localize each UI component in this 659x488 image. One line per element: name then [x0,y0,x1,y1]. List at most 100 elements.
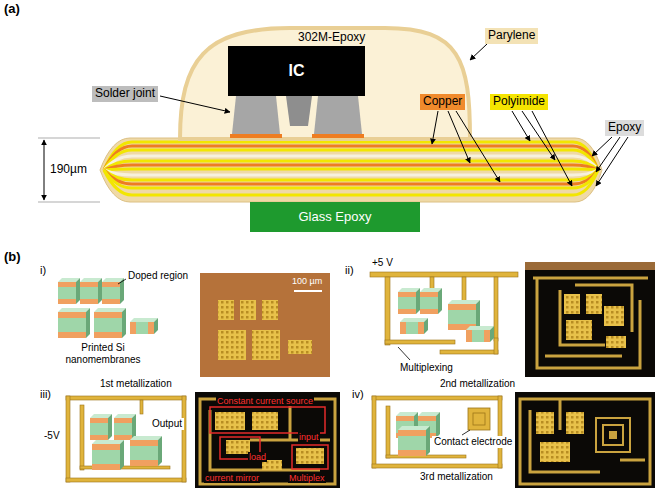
circuit-drawing [398,426,430,456]
solder-joints [314,96,362,134]
substrate-box: Glass Epoxy [250,202,420,232]
callout-label: Multiplexing [400,362,453,374]
circuit-drawing [372,396,502,400]
nanomembrane-drawing [130,318,158,334]
circuit-drawing [398,347,410,360]
circuit-drawing [80,405,84,470]
micrograph [603,425,623,445]
circuit-drawing [473,413,485,425]
nanomembrane-drawing [118,279,126,284]
circuit-drawing [372,464,502,468]
material-label: Parylene [485,28,538,44]
micrograph [294,290,322,292]
circuit-drawing [66,478,186,482]
material-label: 302M-Epoxy [298,31,365,45]
flex-board [104,170,598,195]
micrograph [536,412,554,434]
panel-label: iii) [40,388,51,401]
solder-joints [286,96,312,126]
flex-board [104,170,598,175]
circuit-drawing [398,288,420,314]
dimension-label: 190µm [50,163,87,177]
micrograph [566,412,584,434]
leader-lines [470,44,487,60]
micrograph [596,418,630,452]
leader-lines [596,137,628,186]
callout-label: Contact electrode [432,436,514,448]
circuit-drawing [448,300,480,330]
circuit-drawing [462,430,470,435]
callout-label: Doped region [128,270,188,282]
panel-label: (a) [4,2,20,17]
micrograph [525,262,655,270]
solder-joints [230,96,364,138]
circuit-drawing [385,277,390,345]
leader-lines [512,111,530,141]
circuit-drawing [92,440,124,470]
circuit-label: load [248,452,267,462]
nanomembrane-drawing [58,308,90,338]
circuit-drawing [66,396,186,400]
micrograph [515,392,655,488]
voltage-label: +5 V [372,257,393,269]
circuit-drawing [370,272,518,354]
epoxy-dome [180,28,470,139]
dimension-arrow [38,202,100,203]
panel-label: (b) [4,250,21,265]
circuit-drawing [400,318,428,334]
callout-label: 3rd metallization [420,471,493,483]
panel-label: ii) [345,264,354,277]
dimension-arrow [44,140,45,200]
circuit-label: Multiplex [288,473,326,483]
leader-lines [432,111,438,144]
micrograph [252,412,278,430]
micrograph [604,306,624,326]
micrograph [292,445,328,469]
leader-lines [448,111,470,163]
dimension-arrow [38,138,100,202]
scale-label: 100 µm [292,276,322,286]
circuit-drawing [494,277,498,341]
micrograph [525,262,655,377]
leader-lines [522,111,555,160]
circuit-drawing [462,277,466,301]
solder-joints [232,96,280,134]
circuit-drawing [498,396,502,468]
material-label: Solder joint [92,86,158,102]
circuit-drawing [468,408,490,430]
flex-board [104,170,598,188]
circuit-label: input [298,432,320,442]
callout-label: Printed Si nanomembranes [58,342,148,365]
circuit-drawing [440,350,498,354]
leader-lines [456,111,500,182]
micrograph [252,330,280,360]
flex-board [104,170,598,184]
nanomembrane-drawing [80,278,102,304]
micrograph [215,412,245,430]
flex-board [104,142,598,195]
circuit-drawing [386,406,390,458]
circuit-drawing [372,396,502,468]
epoxy-dome [180,28,470,139]
leader-lines [160,96,230,112]
flex-board [100,138,602,202]
micrograph [262,300,278,320]
flex-board [104,156,598,170]
dimension-arrow [38,138,100,139]
micrograph [218,330,246,360]
leader-lines [532,111,572,186]
node-text: Glass Epoxy [299,210,372,225]
micrograph [200,273,330,377]
flex-board [104,169,598,170]
circuit-drawing [140,400,143,414]
nanomembrane-drawing [58,278,80,304]
flex-board [104,146,598,170]
solder-joints [230,134,282,138]
circuit-drawing [494,338,498,354]
circuit-label: Constant current source [216,396,314,406]
voltage-label: -5V [44,430,60,442]
panel-label: iv) [352,388,364,401]
circuit-drawing [420,288,442,314]
micrograph [520,399,650,484]
